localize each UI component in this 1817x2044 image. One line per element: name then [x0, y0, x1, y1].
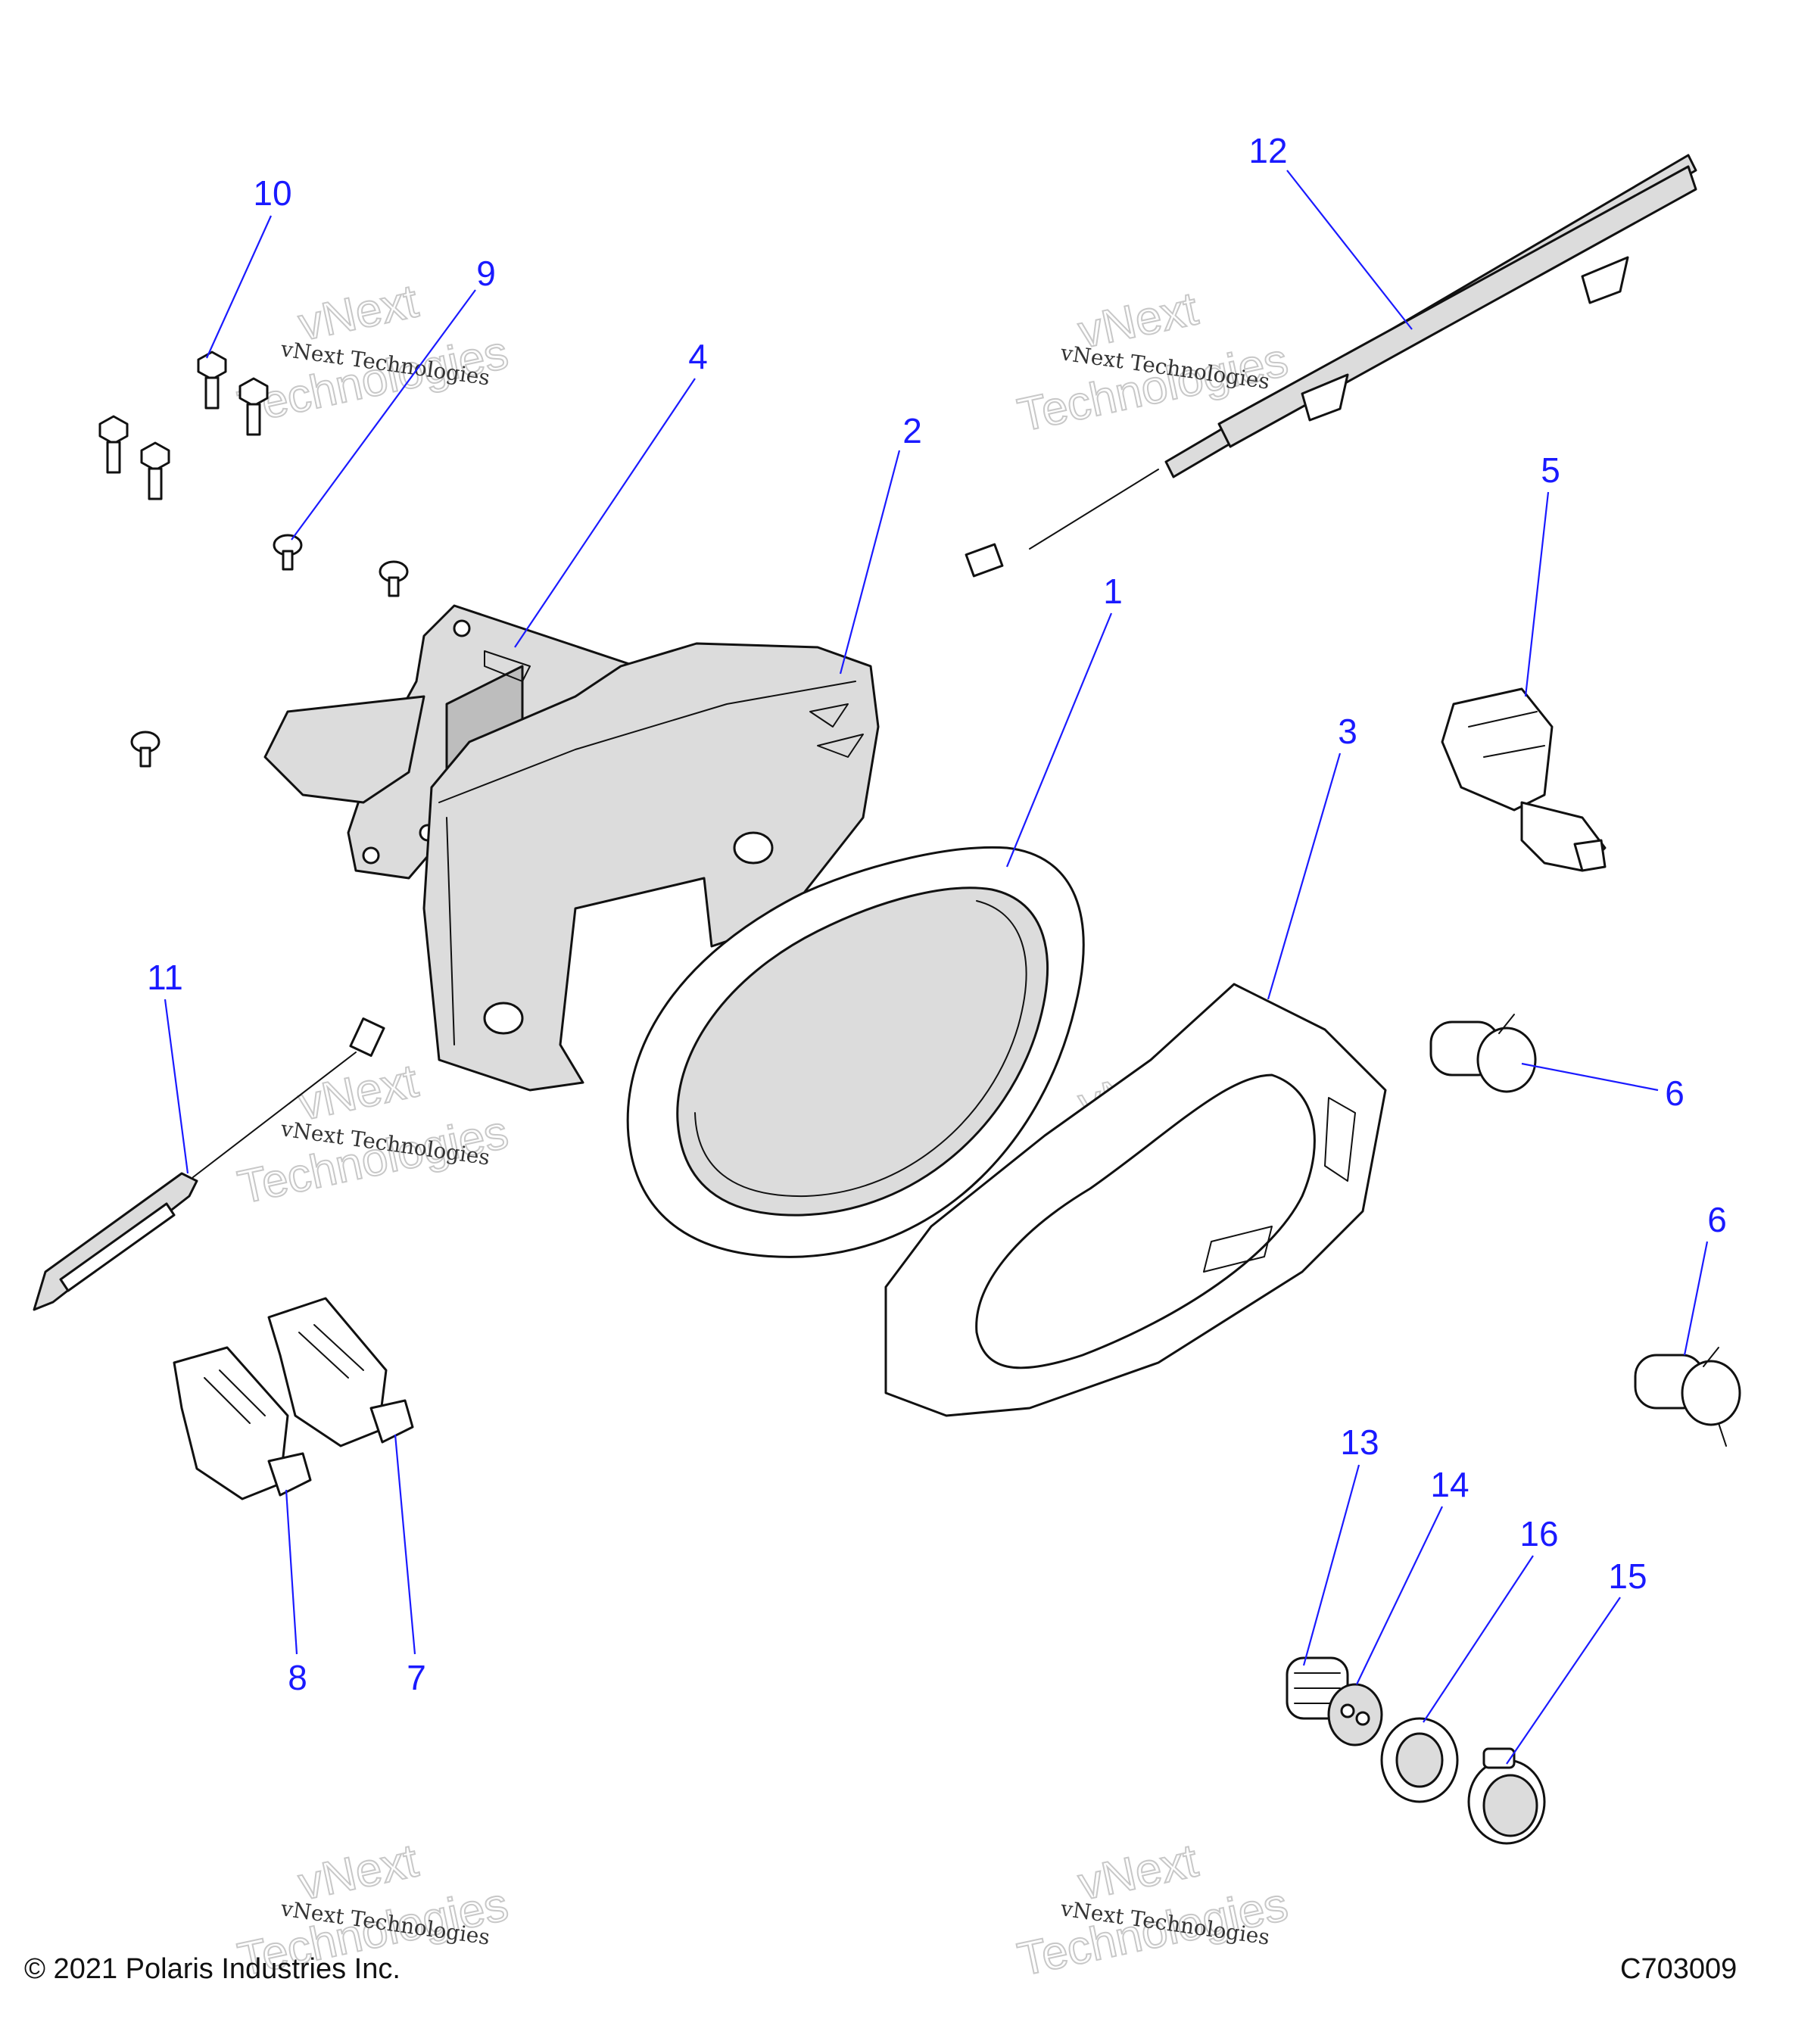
part-5-ignition-switch — [1441, 687, 1607, 872]
watermark-mid-left: vNext Technologies vNext Technologies — [233, 1054, 513, 1214]
part-6-lamp-upper — [1429, 1014, 1537, 1093]
leader-10 — [205, 215, 273, 359]
part-3-bezel — [884, 983, 1387, 1417]
leader-6b — [1683, 1241, 1709, 1356]
part-7-rocker-switch — [267, 1297, 414, 1447]
leader-15 — [1506, 1597, 1621, 1765]
leader-4 — [514, 378, 696, 648]
copyright-text: © 2021 Polaris Industries Inc. — [24, 1953, 400, 1985]
callout-13: 13 — [1340, 1422, 1379, 1462]
callout-10: 10 — [253, 173, 291, 213]
part-8-rocker-switch — [173, 1346, 312, 1500]
callout-14: 14 — [1430, 1465, 1469, 1504]
callout-6b: 6 — [1707, 1200, 1727, 1239]
callout-5: 5 — [1541, 450, 1560, 490]
leader-11 — [164, 999, 189, 1174]
part-10-bolts — [98, 351, 269, 500]
leader-16 — [1423, 1555, 1534, 1723]
leader-lines — [164, 170, 1709, 1765]
callout-6a: 6 — [1665, 1073, 1685, 1113]
leader-7 — [394, 1434, 416, 1655]
part-9-screws — [130, 534, 409, 768]
callout-9: 9 — [476, 254, 496, 293]
callout-2: 2 — [902, 411, 922, 450]
part-11-sensor-strip — [33, 1017, 385, 1311]
callout-4: 4 — [688, 337, 708, 376]
leader-12 — [1286, 170, 1413, 330]
part-14-socket-face — [1327, 1683, 1383, 1746]
svg-text:vNext: vNext — [295, 275, 422, 351]
watermark-top-left: vNext Technologies vNext Technologies — [233, 274, 513, 435]
part-2-housing-bracket — [422, 642, 880, 1092]
callout-16: 16 — [1519, 1514, 1558, 1553]
callout-12: 12 — [1248, 131, 1287, 170]
leader-14 — [1356, 1506, 1443, 1685]
part-16-retaining-nut — [1380, 1717, 1459, 1803]
leader-3 — [1267, 752, 1342, 1000]
svg-text:vNext: vNext — [295, 1055, 422, 1130]
callout-1: 1 — [1103, 572, 1123, 611]
leader-1 — [1005, 612, 1113, 868]
leader-8 — [285, 1489, 298, 1655]
callout-7: 7 — [407, 1658, 426, 1697]
callout-15: 15 — [1608, 1556, 1647, 1596]
callout-3: 3 — [1338, 712, 1357, 751]
leader-5 — [1524, 491, 1550, 697]
part-6-lamp-lower — [1634, 1347, 1741, 1447]
drawing-number: C703009 — [1620, 1953, 1738, 1985]
watermark-bottom-right: vNext Technologies vNext Technologies — [1013, 1834, 1293, 1986]
leader-13 — [1302, 1464, 1360, 1666]
leader-6a — [1521, 1062, 1659, 1092]
callout-11: 11 — [147, 958, 183, 997]
callouts: 1 2 3 4 5 6 6 7 8 9 10 11 12 13 14 15 16 — [147, 131, 1727, 1697]
part-1-instrument-cluster — [626, 846, 1085, 1258]
part-12-light-bar — [965, 154, 1697, 578]
leader-2 — [839, 450, 901, 675]
callout-8: 8 — [288, 1658, 307, 1697]
leader-9 — [291, 289, 476, 541]
